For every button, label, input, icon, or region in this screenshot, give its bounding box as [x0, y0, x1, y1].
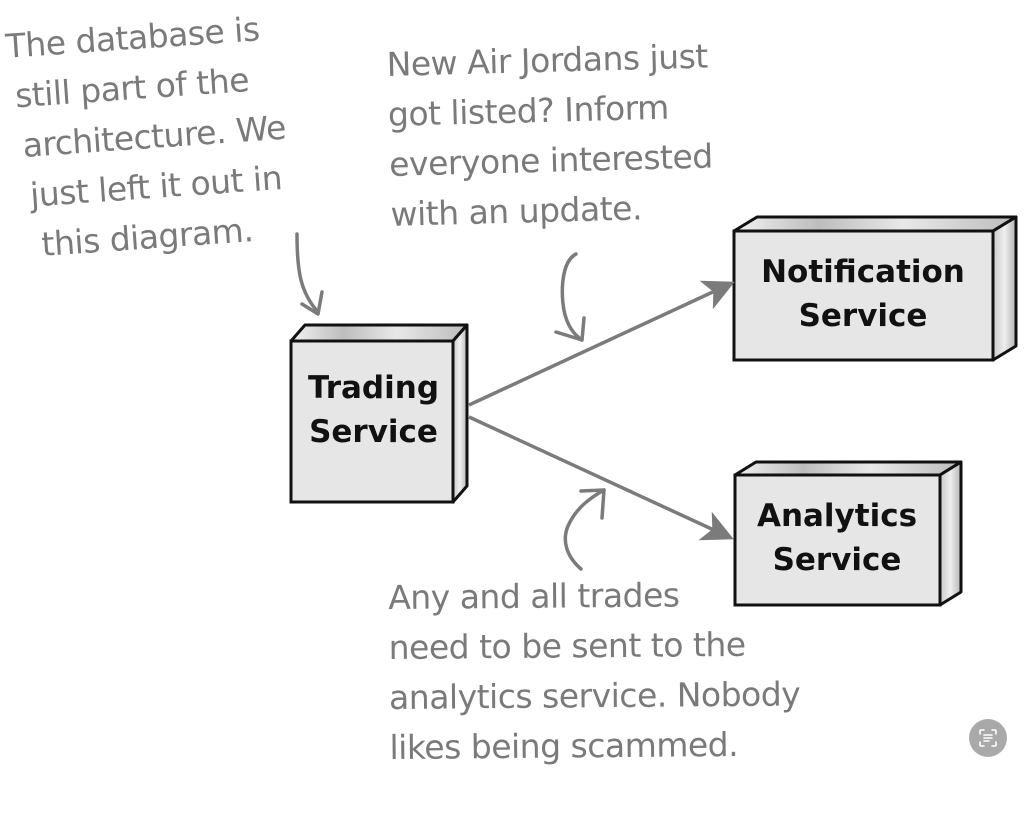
analytics-box-top	[733, 460, 963, 477]
annotation-line: need to be sent to the	[388, 624, 746, 667]
analytics-box-face	[733, 473, 942, 607]
analytics-box-side	[938, 460, 963, 607]
annotation-line: analytics service. Nobody	[388, 674, 801, 717]
pointer-arrow-database	[295, 232, 324, 316]
annotation-database: The database is still part of the archit…	[4, 3, 294, 271]
notification-box-side	[991, 215, 1018, 362]
notification-service-node	[732, 215, 1018, 362]
trading-box-side	[451, 323, 469, 504]
text-scan-icon	[979, 729, 997, 747]
notification-box-top	[732, 215, 1018, 233]
annotation-line: likes being scammed.	[389, 724, 739, 767]
pointer-arrow-notification	[554, 252, 586, 342]
label-line: Service	[772, 542, 902, 578]
label-line: Service	[798, 298, 928, 334]
label-line: Service	[309, 414, 438, 450]
annotation-line: everyone interested	[388, 136, 714, 184]
annotation-notification: New Air Jordans just got listed? Inform …	[386, 32, 715, 240]
trading-box-face	[289, 339, 455, 504]
edge-trading-to-analytics	[468, 415, 734, 541]
label-line: Analytics	[756, 498, 918, 534]
annotation-line: with an update.	[390, 188, 643, 234]
annotation-line: got listed? Inform	[387, 87, 670, 134]
trading-box-top	[289, 323, 469, 343]
notification-service-label: Notification Service	[736, 250, 990, 338]
trading-service-label: Trading Service	[292, 366, 455, 454]
label-line: Notification	[761, 254, 965, 290]
trading-service-node	[289, 323, 469, 504]
edge-trading-to-notification	[468, 280, 735, 407]
text-scan-button[interactable]	[969, 719, 1007, 757]
analytics-service-node	[733, 460, 963, 607]
pointer-arrow-analytics	[563, 488, 606, 571]
annotation-line: Any and all trades	[388, 575, 680, 617]
annotation-line: New Air Jordans just	[386, 36, 709, 84]
analytics-service-label: Analytics Service	[736, 494, 938, 582]
annotation-analytics: Any and all trades need to be sent to th…	[388, 569, 801, 773]
label-line: Trading	[307, 370, 440, 406]
